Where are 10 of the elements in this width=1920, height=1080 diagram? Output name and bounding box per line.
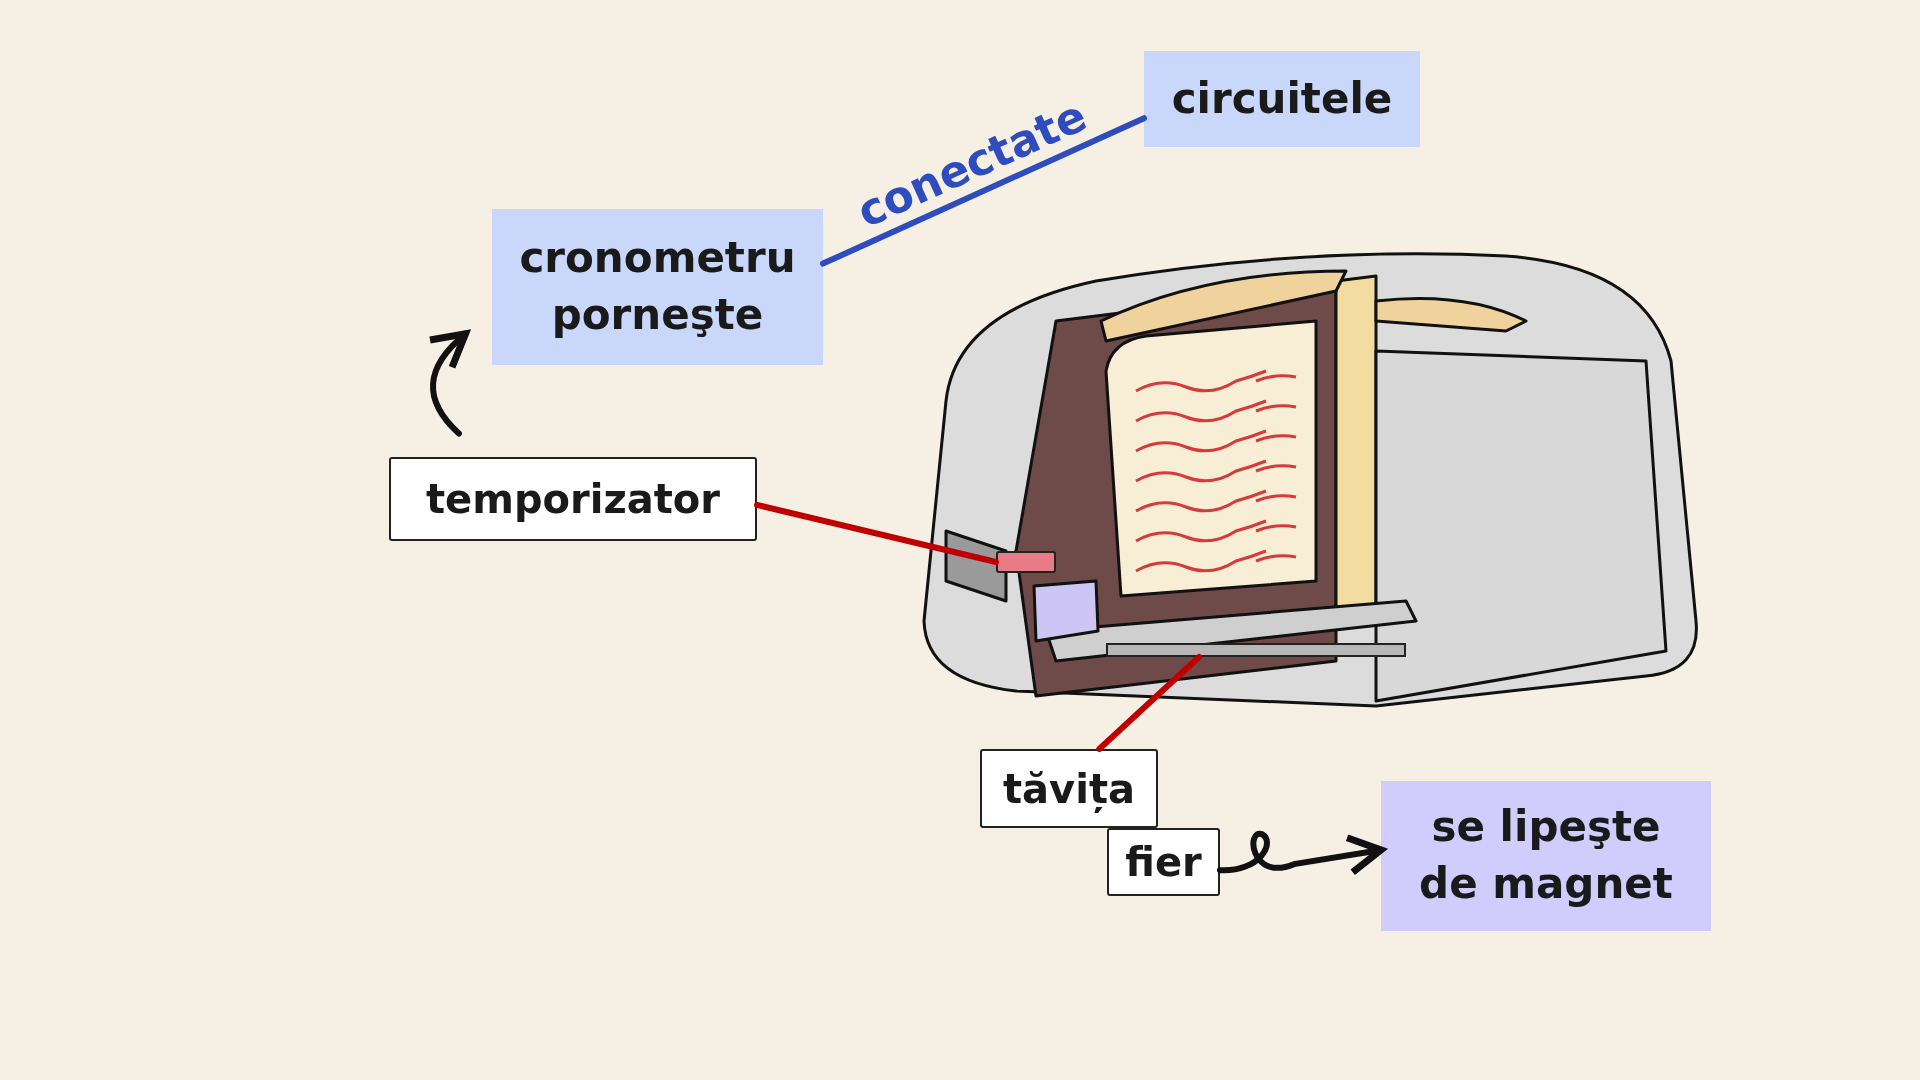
concept-box: circuitele: [1144, 51, 1420, 147]
timer-lever: [996, 551, 1056, 573]
word-tag: temporizator: [389, 457, 757, 541]
leader-line: [1096, 654, 1202, 752]
concept-box: se lipeşte de magnet: [1381, 781, 1711, 931]
concept-box: cronometru porneşte: [492, 209, 823, 365]
word-tag: tăvița: [980, 749, 1158, 828]
crumb-tray: [1106, 643, 1406, 657]
word-tag: fier: [1107, 828, 1220, 896]
connector-line: [820, 115, 1147, 267]
